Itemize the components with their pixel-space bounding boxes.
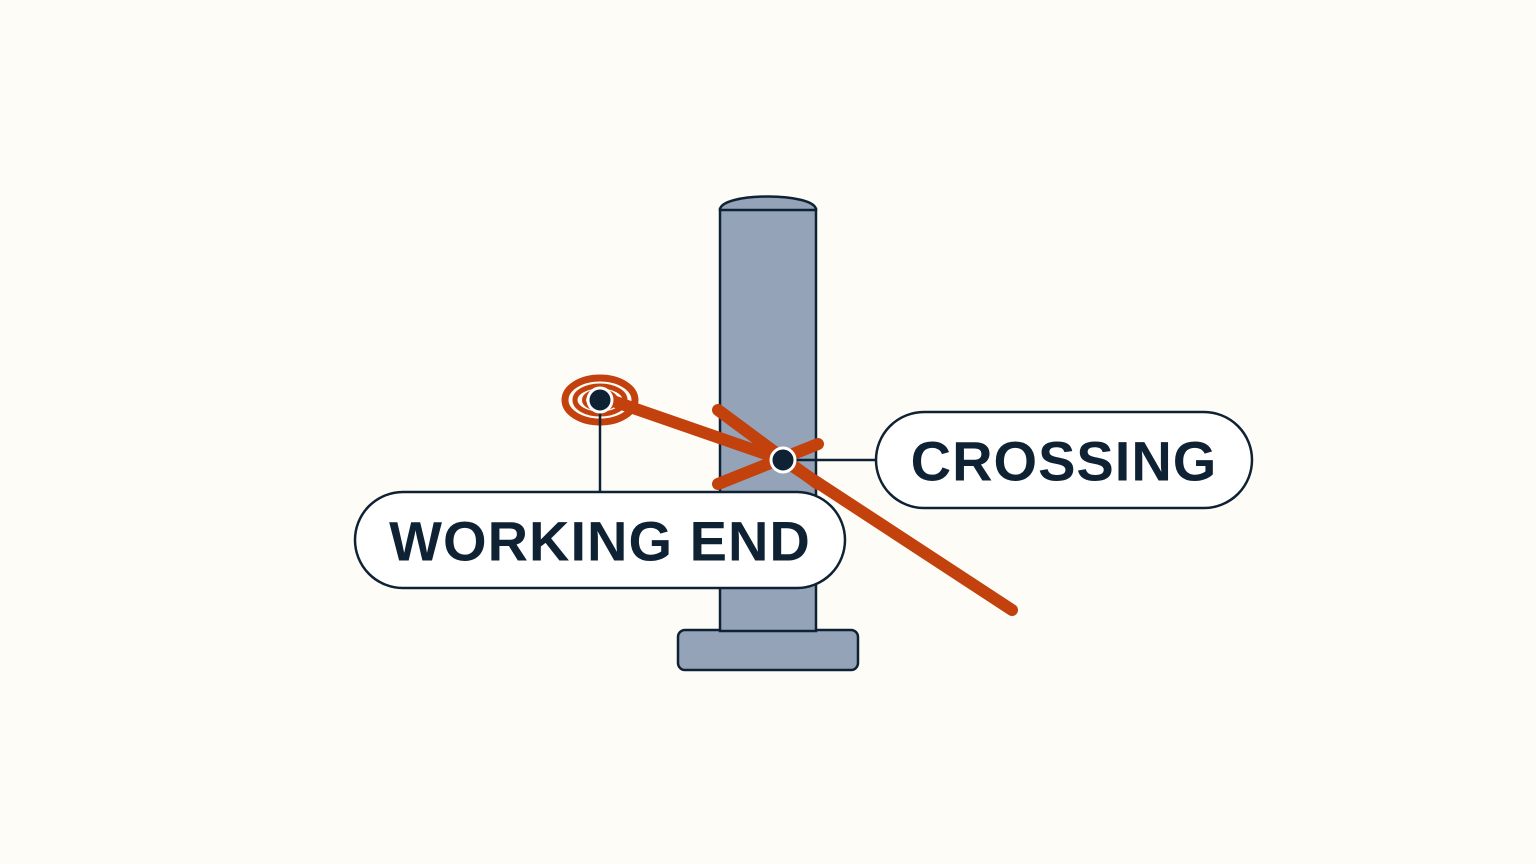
rope-cross-strand-b: [712, 438, 824, 490]
post-base: [676, 628, 860, 672]
crossing-label-pill: [874, 410, 1254, 510]
crossing-label: CROSSING: [874, 410, 1254, 510]
working-end-label-pill: [353, 490, 847, 590]
rope-cross-strand-a: [712, 404, 824, 490]
working-end-marker-dot: [586, 386, 614, 414]
crossing-label-text: CROSSING: [911, 430, 1218, 493]
rope-working-segment: [604, 394, 789, 466]
working-end-label-text: WORKING END: [389, 510, 811, 573]
working-end-label: WORKING END: [353, 490, 847, 590]
post-top-cap: [718, 195, 818, 212]
crossing-marker-dot: [769, 446, 797, 474]
